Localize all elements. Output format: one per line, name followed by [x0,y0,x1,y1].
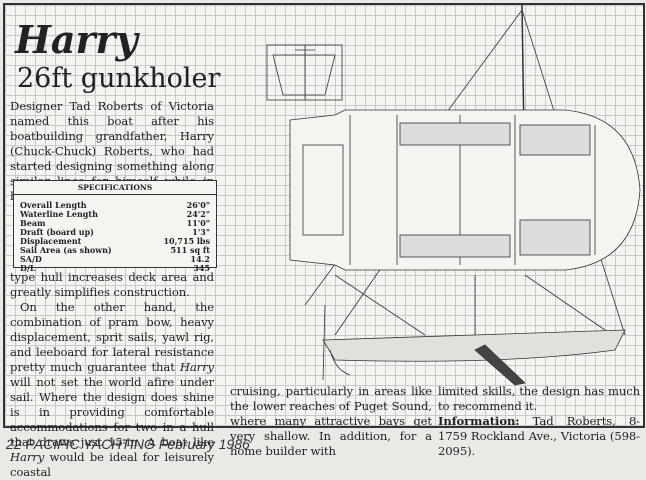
body-column-2: cruising, particularly in areas like the… [230,384,432,459]
spec-value: 24'2" [186,209,210,219]
spec-label: Sail Area (as shown) [20,245,112,255]
body-column-1: type hull increases deck area and greatl… [10,270,214,480]
body-column-3: limited skills, the design has much to r… [438,384,640,459]
hull-profile [322,274,626,386]
info-label: Information: [438,414,520,428]
spec-row: D/L 345 [14,264,216,273]
col2-text: cruising, particularly in areas like the… [230,384,432,458]
spec-row: Displacement 10,715 lbs [14,237,216,246]
spec-value: 14.2 [190,254,210,264]
spec-label: Displacement [20,236,82,246]
spec-value: 511 sq ft [170,245,210,255]
spec-row: Overall Length 26'0" [14,201,216,210]
spec-label: SA/D [20,254,42,264]
section-views [266,44,343,101]
boat-drawings [266,5,641,386]
article-subtitle: 26ft gunkholer [17,63,221,94]
accommodation-plan [289,109,641,271]
info-text: Tad Roberts, 8-1759 Rockland Ave., Victo… [438,414,640,458]
spec-value: 345 [193,263,210,273]
magazine-page: Harry 26ft gunkholer Designer Tad Robert… [3,3,645,479]
spec-label: Overall Length [20,200,87,210]
boat-name: Harry [179,360,214,374]
page-footer: 22 PACIFIC YACHTING February 1986 [6,436,250,452]
col3-text: limited skills, the design has much to r… [438,384,640,413]
spec-label: Waterline Length [20,209,98,219]
specifications-heading: SPECIFICATIONS [14,183,216,195]
spec-value: 11'0" [186,218,210,228]
spec-row: SA/D 14.2 [14,255,216,264]
spec-value: 26'0" [186,200,210,210]
para2: On the other hand, the combination of pr… [10,300,214,479]
spec-value: 10,715 lbs [163,236,210,246]
boat-name: Harry [10,450,45,464]
spec-row: Beam 11'0" [14,219,216,228]
information: Information: Tad Roberts, 8-1759 Rocklan… [438,414,640,459]
spec-label: D/L [20,263,36,273]
spec-row: Draft (board up) 1'3" [14,228,216,237]
spec-label: Draft (board up) [20,227,94,237]
spec-value: 1'3" [192,227,210,237]
article-title: Harry [15,17,138,62]
spec-row: Sail Area (as shown) 511 sq ft [14,246,216,255]
spec-row: Waterline Length 24'2" [14,210,216,219]
spec-label: Beam [20,218,46,228]
para1-continuation: type hull increases deck area and greatl… [10,270,214,299]
